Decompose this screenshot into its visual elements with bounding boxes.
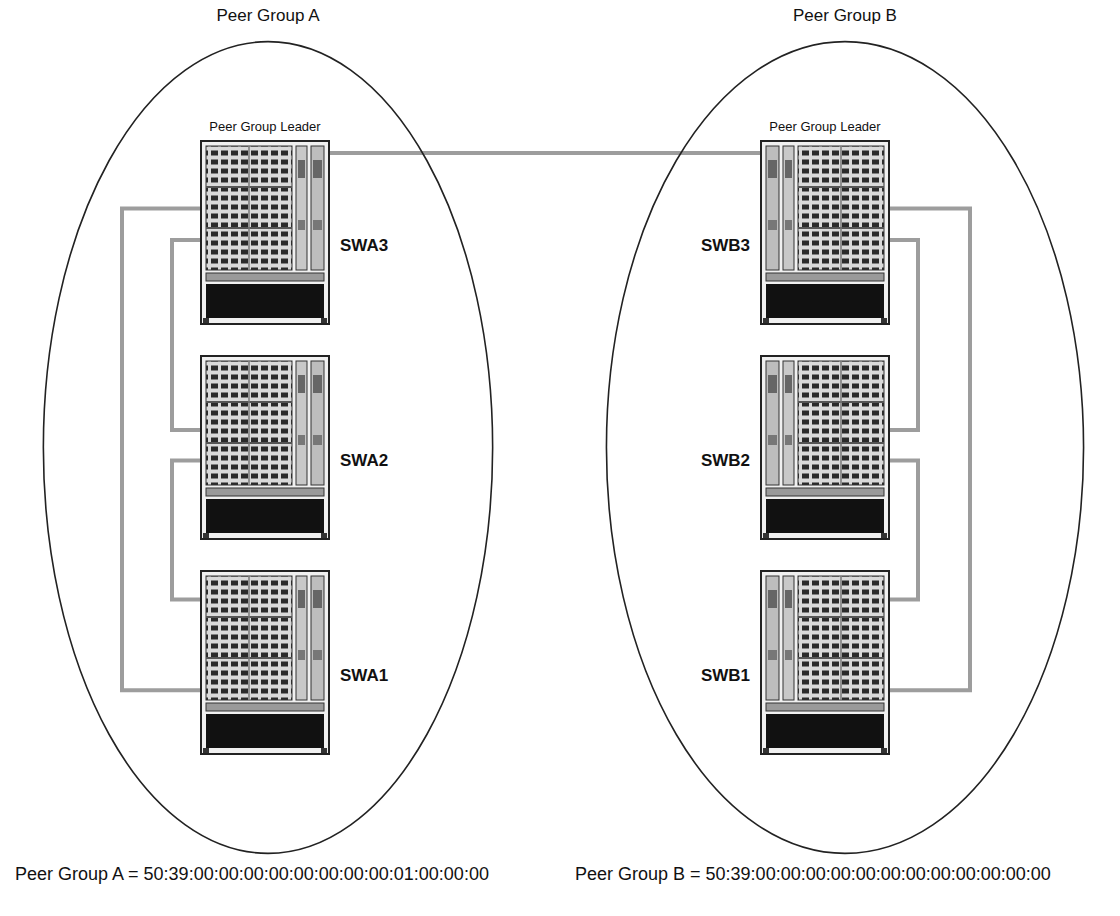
switch-illustration [200,355,330,540]
switch-name: SWA3 [340,236,388,256]
switch-chassis [201,141,329,324]
link-cable [890,240,918,430]
atm-switch: SWB1 [760,570,890,755]
switch-name: SWB2 [701,451,750,471]
switch-illustration [200,140,330,325]
switch-illustration [760,140,890,325]
link-cable [330,151,760,155]
switch-name: SWA1 [340,666,388,686]
group-title: Peer Group A [42,6,494,26]
ellipse-line [606,42,1083,854]
group-title: Peer Group B [605,6,1085,26]
peer-group-address: Peer Group A = 50:39:00:00:00:00:00:00:0… [15,864,489,885]
atm-switch: SWA1 [200,570,330,755]
link-cable [890,460,918,599]
peer-group-address: Peer Group B = 50:39:00:00:00:00:00:00:0… [575,864,1051,885]
link-cable [122,208,200,690]
atm-switch: Peer Group LeaderSWA3 [200,140,330,325]
switch-chassis [761,571,889,754]
peer-group-ellipse: Peer Group APeer Group LeaderSWA3SWA2SWA… [42,40,494,855]
switch-illustration [200,570,330,755]
switch-name: SWA2 [340,451,388,471]
atm-switch: SWA2 [200,355,330,540]
switch-illustration [760,355,890,540]
peer-group-ellipse: Peer Group BPeer Group LeaderSWB3SWB2SWB… [605,40,1085,855]
link-cable [172,240,200,430]
ellipse-line [43,42,492,854]
link-cable [890,208,970,690]
switch-name: SWB1 [701,666,750,686]
leader-label: Peer Group Leader [769,119,880,134]
leader-label: Peer Group Leader [209,119,320,134]
atm-switch: Peer Group LeaderSWB3 [760,140,890,325]
link-cable [172,460,200,599]
atm-switch: SWB2 [760,355,890,540]
switch-chassis [761,141,889,324]
switch-chassis [761,356,889,539]
switch-illustration [760,570,890,755]
switch-chassis [201,571,329,754]
switch-name: SWB3 [701,236,750,256]
switch-chassis [201,356,329,539]
